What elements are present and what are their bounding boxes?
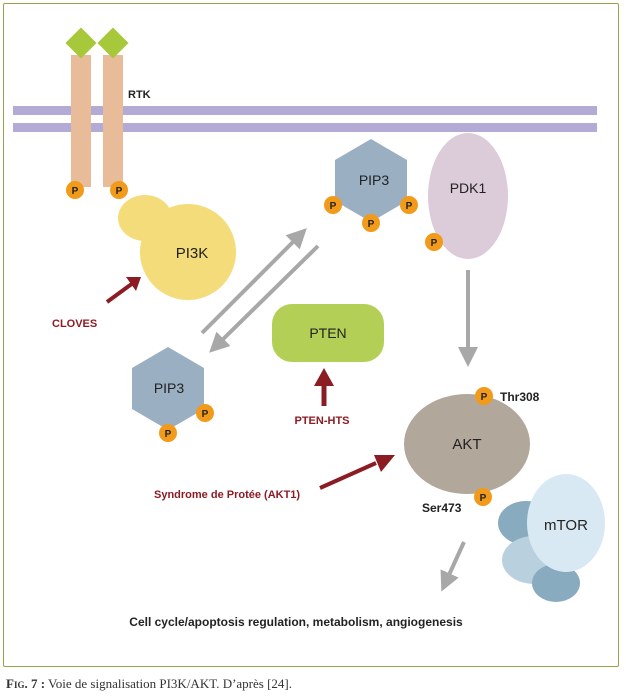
rtk-chain-left xyxy=(71,55,91,187)
svg-text:P: P xyxy=(72,186,79,197)
arrow-pip2-to-pip3 xyxy=(200,228,307,335)
svg-text:P: P xyxy=(431,238,438,249)
svg-text:P: P xyxy=(165,429,172,440)
pi3k-body xyxy=(140,204,236,300)
rtk-chain-right xyxy=(103,55,123,187)
mtor-partner-3 xyxy=(532,564,580,602)
caption-text: Voie de signalisation PI3K/AKT. D’après … xyxy=(45,676,292,691)
akt-label: AKT xyxy=(452,436,481,453)
phospho-pdk1: P xyxy=(425,233,443,251)
arrow-pip3-to-pip2 xyxy=(209,244,320,353)
pdk1-body xyxy=(428,133,508,259)
pten-body xyxy=(272,304,384,362)
cell-membrane xyxy=(13,106,597,132)
caption-lead: Fig. 7 : xyxy=(6,676,46,691)
proteus-label: Syndrome de Protée (AKT1) xyxy=(154,489,300,501)
pdk1-node: PDK1 xyxy=(428,133,508,259)
pip3-top-node: PIP3 xyxy=(335,139,407,222)
pip3-top-label: PIP3 xyxy=(359,172,390,188)
pip3-left-hexagon xyxy=(132,347,204,430)
svg-text:P: P xyxy=(406,201,413,212)
mtor-body xyxy=(527,474,605,572)
phospho-rtk-right: P xyxy=(110,181,128,199)
cloves-label: CLOVES xyxy=(52,318,97,330)
pdk1-label: PDK1 xyxy=(450,180,487,196)
ligand-diamond-left xyxy=(65,27,97,59)
outcome-label: Cell cycle/apoptosis regulation, metabol… xyxy=(129,615,463,629)
figure-frame xyxy=(3,3,619,667)
akt-body xyxy=(404,394,530,494)
phospho-pip3-left-1: P xyxy=(196,404,214,422)
proteus-arrow xyxy=(319,461,377,490)
phospho-rtk-left: P xyxy=(66,181,84,199)
thr308-label: Thr308 xyxy=(500,390,540,404)
pip3-top-hexagon xyxy=(335,139,407,222)
phospho-pip3-top-3: P xyxy=(400,196,418,214)
phospho-ser473: P xyxy=(474,488,492,506)
pten-node: PTEN xyxy=(272,304,384,362)
arrow-akt-to-outcome xyxy=(440,541,466,592)
phospho-pip3-top-2: P xyxy=(362,214,380,232)
pip3-left-node: PIP3 xyxy=(132,347,204,430)
pathway-diagram: RTK PI3K P P CLOVES PIP3 P P P PDK1 xyxy=(13,27,605,629)
svg-text:P: P xyxy=(480,493,487,504)
pten-hts-label: PTEN-HTS xyxy=(295,415,350,427)
mtor-label: mTOR xyxy=(544,517,588,534)
phospho-thr308: P xyxy=(475,387,493,405)
membrane-inner-layer xyxy=(13,123,597,132)
phospho-pip3-top-1: P xyxy=(324,196,342,214)
ligand-diamond-right xyxy=(97,27,129,59)
mtor-complex: mTOR xyxy=(498,474,605,602)
svg-text:P: P xyxy=(116,186,123,197)
cloves-arrow xyxy=(105,281,135,304)
svg-text:P: P xyxy=(368,219,375,230)
figure-caption: Fig. 7 : Voie de signalisation PI3K/AKT.… xyxy=(6,676,292,692)
ser473-label: Ser473 xyxy=(422,501,462,515)
pi3k-node: PI3K xyxy=(118,195,236,300)
phospho-pip3-left-2: P xyxy=(159,424,177,442)
svg-text:P: P xyxy=(481,392,488,403)
pten-label: PTEN xyxy=(309,325,346,341)
pip3-left-label: PIP3 xyxy=(154,380,185,396)
proteus-arrowhead xyxy=(374,455,395,472)
svg-text:P: P xyxy=(202,409,209,420)
membrane-outer-layer xyxy=(13,106,597,115)
svg-text:P: P xyxy=(330,201,337,212)
pi3k-label: PI3K xyxy=(176,245,209,262)
cloves-arrowhead xyxy=(126,277,141,291)
pten-hts-arrowhead xyxy=(314,368,334,386)
rtk-label: RTK xyxy=(128,89,151,101)
akt-node: AKT xyxy=(404,394,530,494)
